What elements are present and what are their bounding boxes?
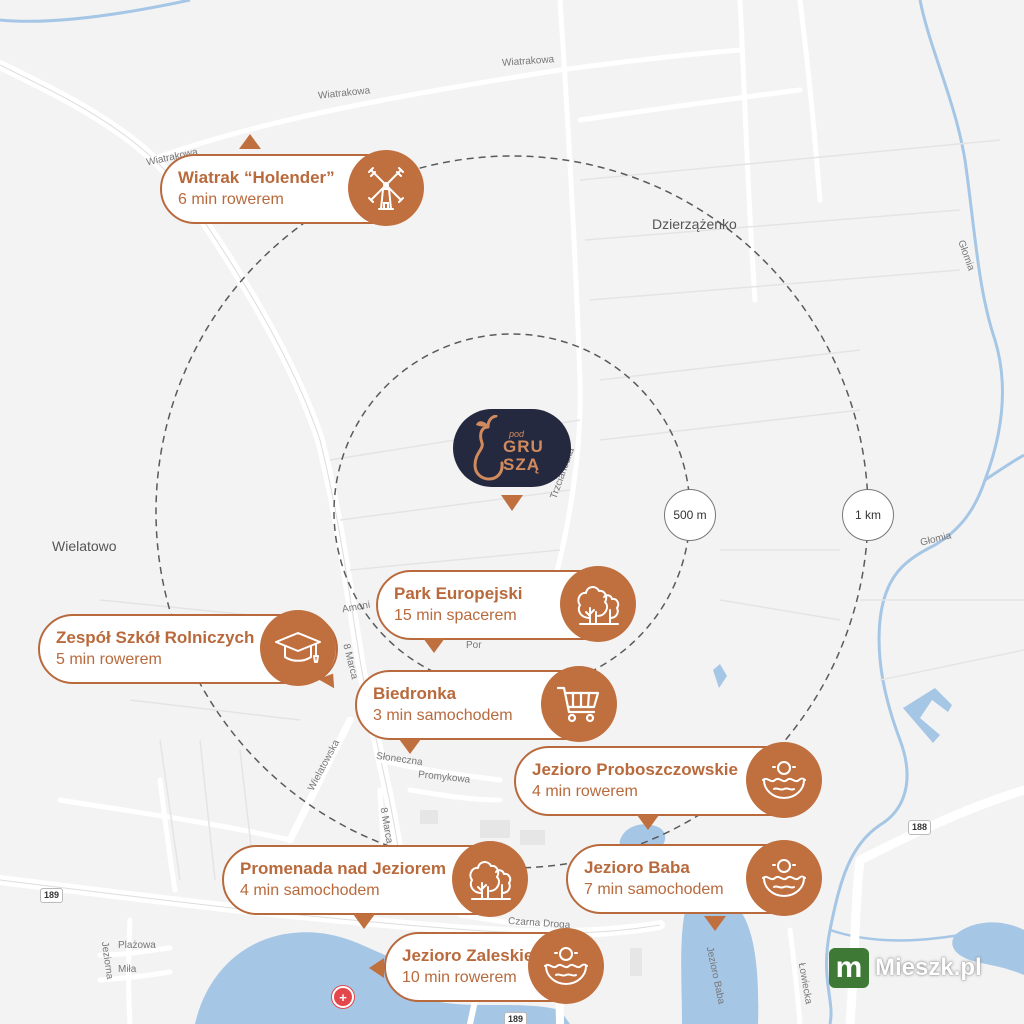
road-188 (855, 785, 1024, 865)
pond (713, 664, 727, 688)
poi-pointer (704, 916, 726, 931)
road-lowiecka (787, 927, 803, 1024)
hospital-icon[interactable]: + (332, 986, 354, 1008)
poi-park-europejski[interactable]: Park Europejski 15 min spacerem (376, 566, 636, 642)
river-top (0, 0, 191, 23)
road-farm-2 (797, 0, 823, 203)
road-farm-1 (737, 0, 758, 303)
poi-travel-time: 15 min spacerem (394, 607, 517, 624)
water-building (903, 688, 952, 743)
place-label-wielatowo: Wielatowo (52, 538, 117, 554)
poi-name: Park Europejski (394, 584, 523, 603)
road-number-badge: 189 (504, 1012, 528, 1024)
river-glomia-2 (984, 453, 1024, 482)
lake-baba (681, 894, 759, 1024)
trees-icon (452, 841, 528, 917)
watermark-text: Mieszk.pl (875, 954, 982, 981)
poi-travel-time: 4 min samochodem (240, 882, 380, 899)
poi-travel-time: 4 min rowerem (532, 783, 638, 800)
mieszk-logo-icon: m (829, 948, 869, 988)
poi-promenada[interactable]: Promenada nad Jeziorem 4 min samochodem (222, 841, 528, 917)
road-mila (97, 969, 173, 983)
graduation-cap-icon (260, 610, 336, 686)
pear-logo-icon (473, 415, 504, 481)
poi-pointer (423, 638, 445, 653)
road-number-badge: 189 (40, 888, 64, 903)
mieszk-watermark: m Mieszk.pl (829, 948, 982, 988)
poi-school[interactable]: Zespół Szkół Rolniczych 5 min rowerem (38, 610, 338, 686)
road-sloneczna (377, 757, 503, 783)
poi-pointer (353, 914, 375, 929)
poi-biedronka[interactable]: Biedronka 3 min samochodem (355, 666, 617, 742)
poi-travel-time: 10 min rowerem (402, 969, 517, 986)
street-label-ponczowa: Por (466, 640, 482, 651)
logo-text-line1: GRU (503, 437, 544, 456)
poi-name: Wiatrak “Holender” (178, 168, 335, 187)
poi-name: Biedronka (373, 684, 457, 703)
river-glomia (824, 0, 1004, 1024)
poi-name: Jezioro Zaleskie (402, 946, 534, 965)
poi-name: Promenada nad Jeziorem (240, 859, 446, 878)
investment-location-pin[interactable]: pod GRU SZĄ (453, 409, 571, 511)
poi-travel-time: 6 min rowerem (178, 191, 284, 208)
road-trzcianecka (552, 0, 583, 583)
road-west-2 (157, 777, 178, 893)
poi-windmill[interactable]: Wiatrak “Holender” 6 min rowerem (160, 150, 424, 226)
logo-text-pod: pod (509, 429, 525, 439)
radius-label-1km: 1 km (842, 489, 894, 541)
road-number-badge: 188 (908, 820, 932, 835)
poi-name: Zespół Szkół Rolniczych (56, 628, 255, 647)
road-west-1 (57, 797, 293, 843)
lake-icon (746, 742, 822, 818)
poi-travel-time: 5 min rowerem (56, 651, 162, 668)
trees-icon (560, 566, 636, 642)
poi-name: Jezioro Proboszczowskie (532, 760, 738, 779)
road-czarna (457, 912, 553, 928)
lake-zaleskie (195, 932, 570, 1024)
poi-jezioro-zaleskie[interactable]: Jezioro Zaleskie 10 min rowerem (384, 928, 604, 1004)
poi-name: Jezioro Baba (584, 858, 690, 877)
poi-pointer (369, 958, 384, 978)
windmill-icon (348, 150, 424, 226)
shopping-cart-icon (541, 666, 617, 742)
lake-icon (528, 928, 604, 1004)
poi-pointer (399, 739, 421, 754)
logo-text-line2: SZĄ (503, 455, 540, 474)
poi-travel-time: 7 min samochodem (584, 881, 724, 898)
road-promykowa (407, 787, 503, 803)
street-label-plazowa: Plażowa (118, 940, 156, 951)
road-jeziorna (126, 917, 133, 1024)
pin-pointer (501, 495, 523, 511)
poi-pointer (239, 134, 261, 149)
road-wielatowska (286, 716, 354, 844)
road-plazowa (97, 945, 173, 958)
place-label-dzierzazenko: Dzierzążenko (652, 216, 737, 232)
poi-travel-time: 3 min samochodem (373, 707, 513, 724)
poi-jezioro-proboszczowskie[interactable]: Jezioro Proboszczowskie 4 min rowerem (514, 742, 822, 818)
river-bottom-right (829, 928, 961, 942)
lake-icon (746, 840, 822, 916)
road-188-b (845, 855, 865, 1024)
road-wiatrakowa (147, 47, 743, 163)
poi-pointer (637, 815, 659, 830)
poi-jezioro-baba[interactable]: Jezioro Baba 7 min samochodem (566, 840, 822, 916)
lake-right (952, 922, 1024, 975)
street-label-mila: Miła (118, 964, 137, 975)
road-east-1 (577, 87, 803, 123)
radius-label-500m: 500 m (664, 489, 716, 541)
